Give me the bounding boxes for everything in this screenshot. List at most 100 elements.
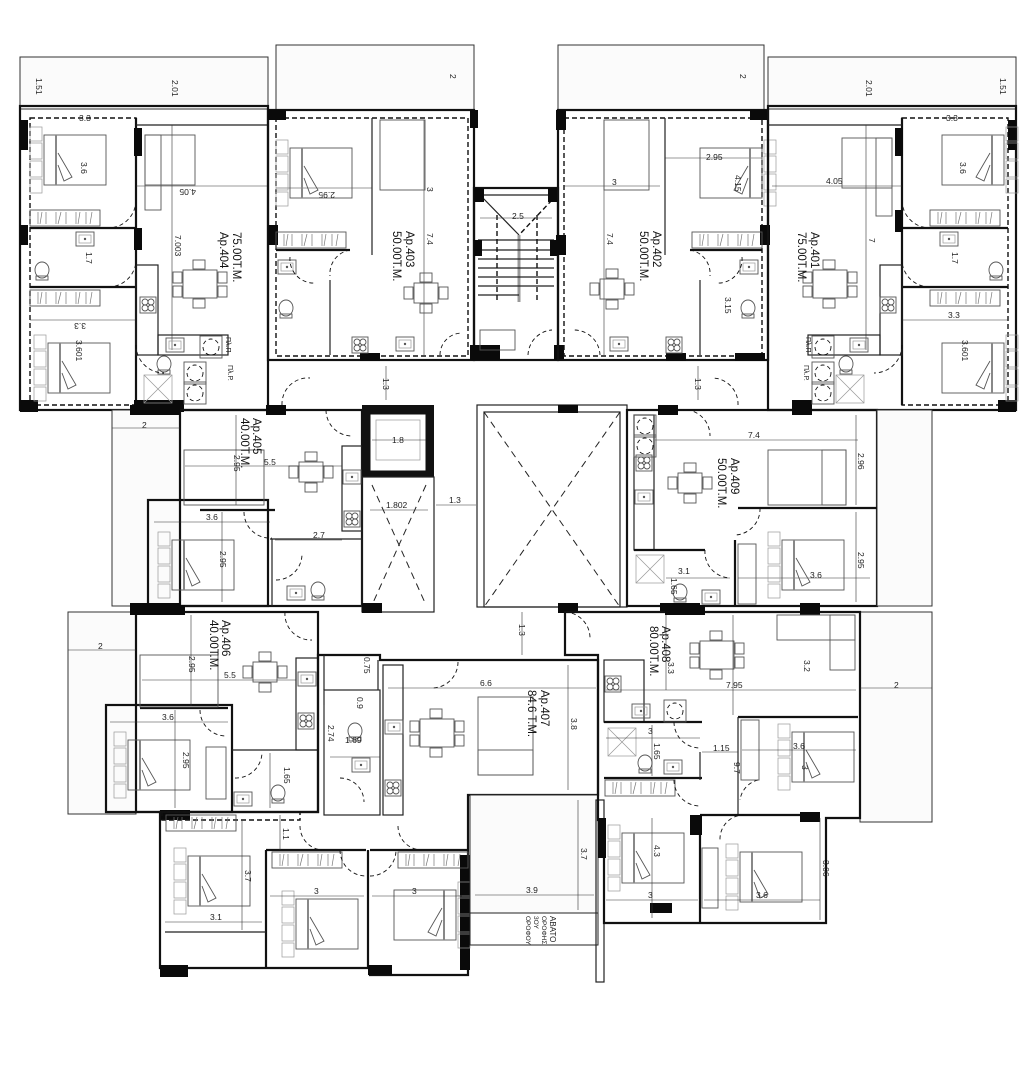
dim-corridor-left: 1.3 xyxy=(381,378,391,390)
dim-407-living-len: 6.6 xyxy=(480,678,492,688)
dim-401-bath: 1.7 xyxy=(950,252,960,264)
label-avato-third: 3ΟΥ xyxy=(532,916,539,929)
dim-408-bed3-width: 3.6 xyxy=(756,890,768,900)
dim-407-living-height: 3.8 xyxy=(569,718,579,730)
dim-402-bath: 3.15 xyxy=(723,297,733,314)
dim-405-bed-height: 2.95 xyxy=(218,551,228,568)
dim-409-bath-width: 3.1 xyxy=(678,566,690,576)
dim-401-bed1-width: 3.3 xyxy=(946,113,958,123)
apartment-404-name: Ap.404 xyxy=(217,232,229,269)
apartment-409: Ap.409 50.00T.M. 7.4 2.96 2.95 3.6 3.1 1… xyxy=(625,405,933,613)
dim-401-bed2-len: 3.601 xyxy=(960,340,970,362)
balcony-403 xyxy=(275,44,475,111)
apartment-408-name: Ap.408 xyxy=(659,626,671,662)
dim-terrace-len: 3.7 xyxy=(579,848,589,860)
apartment-405-area: 40.00T.M. xyxy=(238,418,250,469)
dim-404-living-width: 4.05 xyxy=(179,187,196,197)
dim-404-bed2-len: 3.601 xyxy=(74,340,84,362)
dim-406-living-len: 5.5 xyxy=(224,670,236,680)
dim-409-bed-height: 2.95 xyxy=(856,552,866,569)
dim-403-bed-width: 2.95 xyxy=(318,190,335,200)
dim-401-balcony-side: 1.51 xyxy=(998,78,1008,95)
dim-lift: 1.8 xyxy=(392,435,404,445)
apartment-409-name: Ap.409 xyxy=(728,458,740,494)
apartment-408-area: 80.00T.M. xyxy=(647,626,659,677)
dim-407-bed1-width: 3.1 xyxy=(210,912,222,922)
balcony-406 xyxy=(67,611,137,815)
dim-corridor-mid: 1.3 xyxy=(449,495,461,505)
dim-406-bath-height: 1.65 xyxy=(282,767,292,784)
dim-402-living-len: 7.4 xyxy=(605,233,615,245)
dim-405-balcony: 2 xyxy=(142,420,147,430)
apartment-407-name: Ap.407 xyxy=(538,690,550,726)
dim-407-wc: 0.9 xyxy=(355,697,365,709)
balcony-401 xyxy=(767,56,1017,110)
dim-corridor-right: 1.3 xyxy=(693,378,703,390)
dim-408-closet: 9.7 xyxy=(732,762,742,774)
stairwell: 2.5 xyxy=(470,186,564,362)
apartment-402: 50.00T.M. Ap.402 2 2.95 4.15 3 7.4 3.15 xyxy=(556,44,777,362)
dim-405-bed-width: 3.6 xyxy=(206,512,218,522)
dim-404-bed2-width: 3.3 xyxy=(74,321,86,331)
dim-406-bed-height: 2.95 xyxy=(181,752,191,769)
dim-stair-width: 2.5 xyxy=(512,211,524,221)
dim-402-bed-width: 2.95 xyxy=(706,152,723,162)
dim-408-bed1-height: 3 xyxy=(800,765,810,770)
light-well xyxy=(476,404,628,613)
dim-402-living-width: 3 xyxy=(612,177,617,187)
dim-403-living-len: 7.4 xyxy=(425,233,435,245)
label-laundry-left: Пλ.Р. xyxy=(226,365,233,381)
dim-401-living-len: 7 xyxy=(867,238,877,243)
dim-408-bath-height: 1.65 xyxy=(652,743,662,760)
apartment-401: 75.00T.M. Ap.401 1.51 2.01 3.3 3.6 4.05 … xyxy=(766,56,1019,412)
dim-408-balcony: 2 xyxy=(894,680,899,690)
apartment-409-area: 50.00T.M. xyxy=(715,458,727,509)
apartment-406: Ap.406 40.00T.M. 2 2.95 5.5 3.6 2.95 1.6… xyxy=(67,605,320,820)
dim-403-balcony: 2 xyxy=(448,74,458,79)
apartment-403-name: Ap.403 xyxy=(403,231,415,267)
dim-408-bath-width: 3 xyxy=(648,726,653,736)
apartment-408: Ap.408 80.00T.M. 3.3 7.95 3.2 2 3 1.65 1… xyxy=(563,605,933,925)
dim-407-bed3-width: 3 xyxy=(412,886,417,896)
dim-407-hall-width: 1.69 xyxy=(345,735,362,745)
dim-408-bed3-height: 3.06 xyxy=(821,860,831,877)
dim-corridor-lower: 1.3 xyxy=(517,624,527,636)
dim-409-living-len: 7.4 xyxy=(748,430,760,440)
label-laundry-right: Пλ.Р. xyxy=(802,365,809,381)
dim-409-bath-height: 1.65 xyxy=(669,578,679,595)
dim-408-bed2-len: 4.3 xyxy=(652,845,662,857)
apartment-401-area: 75.00T.M. xyxy=(795,232,807,283)
apartment-405: Ap.405 40.00T.M. 2 2.95 5.5 3.6 2.95 2.7 xyxy=(111,405,364,613)
dim-409-living-height: 2.96 xyxy=(856,453,866,470)
dim-401-balcony-depth: 2.01 xyxy=(864,80,874,97)
dim-408-dining: 3.3 xyxy=(666,662,676,674)
label-avato: ΑΒΑΤΟ xyxy=(548,916,557,942)
dim-405-living-height: 2.95 xyxy=(232,455,242,472)
apartment-406-area: 40.00T.M. xyxy=(207,620,219,671)
dim-408-bed2-width: 3 xyxy=(648,890,653,900)
dim-407-corr: 1.1 xyxy=(281,828,291,840)
balcony-402 xyxy=(557,44,765,111)
dim-403-living-width: 3 xyxy=(425,187,435,192)
apartment-403: 50.00T.M. Ap.403 2 2.95 7.4 3 xyxy=(266,44,478,362)
apartment-406-name: Ap.406 xyxy=(219,620,231,656)
balcony-408 xyxy=(859,611,933,823)
apartment-407-area: 84.6 T.M. xyxy=(525,690,537,737)
dim-404-balcony-depth: 2.01 xyxy=(170,80,180,97)
lift-and-shaft: 1.8 1.802 xyxy=(361,405,435,613)
dim-terrace-width: 3.9 xyxy=(526,885,538,895)
label-pantry-right: Пλ.П xyxy=(804,337,811,353)
dim-404-bath: 1.7 xyxy=(84,252,94,264)
apartment-404-area: 75.00T.M. xyxy=(230,232,242,283)
dim-404-balcony-side: 1.51 xyxy=(34,78,44,95)
corridor-dimensions: 1.3 1.3 1.3 1.3 xyxy=(281,366,739,655)
dim-401-bed2-width: 3.3 xyxy=(948,310,960,320)
apartment-404: 75.00T.M. Ap.404 1.51 2.01 3.3 3.6 4.05 … xyxy=(18,56,270,412)
dim-401-living-width: 4.05 xyxy=(826,176,843,186)
dim-408-living-len: 7.95 xyxy=(726,680,743,690)
balcony-405 xyxy=(111,409,181,607)
dim-408-living-height: 3.2 xyxy=(802,660,812,672)
apartment-407: Ap.407 84.6 T.M. 0.75 0.9 2.74 1.69 6.6 … xyxy=(158,653,600,977)
dim-408-hall: 1.15 xyxy=(713,743,730,753)
